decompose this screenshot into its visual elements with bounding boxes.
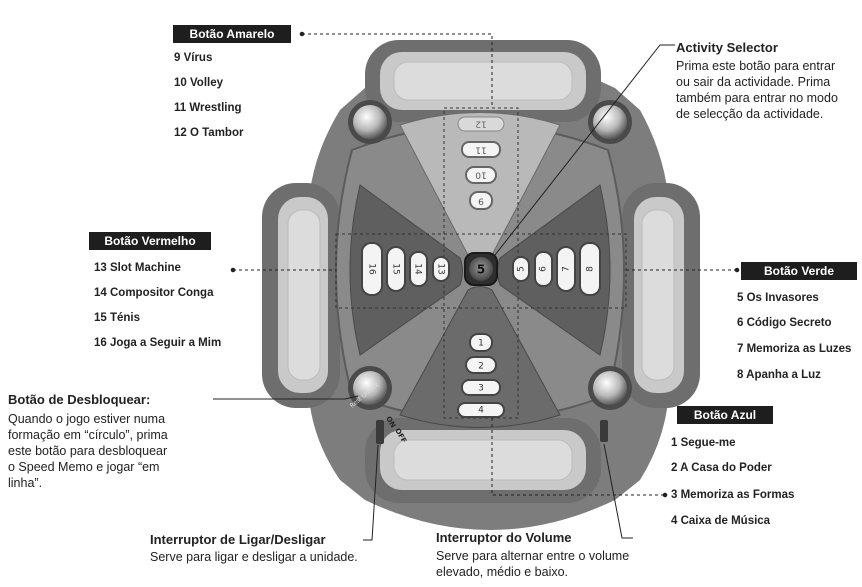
blue-item-2: 2 A Casa do Poder [671, 462, 772, 474]
green-item-5: 5 Os Invasores [737, 292, 819, 304]
callout-lines [213, 31, 740, 541]
corner-knobs [348, 100, 632, 410]
pad-13: 13 [436, 263, 446, 274]
pad-6: 6 [539, 266, 549, 272]
green-number-pads: 5 6 7 8 [512, 242, 601, 296]
red-item-15: 15 Ténis [94, 312, 141, 324]
volume-switch-description: Serve para alternar entre o volume eleva… [436, 549, 630, 579]
pad-1: 1 [478, 339, 484, 349]
svg-text:5: 5 [477, 263, 485, 277]
yellow-item-10: 10 Volley [174, 77, 224, 89]
blue-item-4: 4 Caixa de Música [671, 515, 771, 527]
blue-button-label: Botão Azul [677, 406, 773, 424]
unlock-description: Quando o jogo estiver numa formação em “… [8, 412, 168, 490]
pad-15: 15 [391, 263, 401, 274]
yellow-item-9: 9 Vírus [174, 52, 213, 64]
yellow-item-11: 11 Wrestling [174, 102, 242, 114]
pad-9: 9 [478, 196, 484, 206]
pad-4: 4 [478, 406, 484, 416]
pad-10: 10 [475, 170, 487, 180]
green-item-7: 7 Memoriza as Luzes [737, 343, 852, 355]
pad-5: 5 [517, 266, 527, 272]
pad-16: 16 [367, 263, 377, 275]
blue-item-1: 1 Segue-me [671, 437, 736, 449]
blue-item-3: 3 Memoriza as Formas [671, 489, 795, 501]
yellow-number-pads: 12 11 10 9 [457, 116, 505, 210]
power-switch-description: Serve para ligar e desligar a unidade. [150, 550, 358, 564]
volume-switch-title: Interruptor do Volume [436, 530, 572, 545]
green-item-8: 8 Apanha a Luz [737, 369, 821, 381]
volume-switch [600, 420, 608, 442]
activity-selector-title: Activity Selector [676, 40, 778, 55]
power-switch [376, 420, 384, 444]
pad-2: 2 [478, 362, 484, 372]
red-panel [349, 184, 463, 356]
pad-12: 12 [475, 119, 486, 129]
activity-selector-description: Prima este botão para entrar ou sair da … [676, 59, 838, 121]
yellow-button-label: Botão Amarelo [173, 25, 291, 43]
pad-3: 3 [478, 384, 484, 394]
yellow-item-12: 12 O Tambor [174, 127, 244, 139]
red-button-label: Botão Vermelho [89, 232, 211, 250]
red-item-13: 13 Slot Machine [94, 262, 181, 274]
pad-7: 7 [562, 266, 572, 272]
green-item-6: 6 Código Secreto [737, 317, 832, 329]
unlock-title: Botão de Desbloquear: [8, 392, 151, 407]
red-item-14: 14 Compositor Conga [94, 287, 214, 299]
green-button-label: Botão Verde [741, 262, 857, 280]
red-item-16: 16 Joga a Seguir a Mim [94, 337, 222, 349]
power-switch-title: Interruptor de Ligar/Desligar [150, 532, 326, 547]
pad-8: 8 [586, 266, 596, 272]
pad-11: 11 [475, 145, 486, 155]
pad-14: 14 [413, 263, 423, 275]
red-number-pads: 16 15 14 13 [361, 242, 450, 296]
blue-number-pads: 1 2 3 4 [457, 333, 505, 418]
